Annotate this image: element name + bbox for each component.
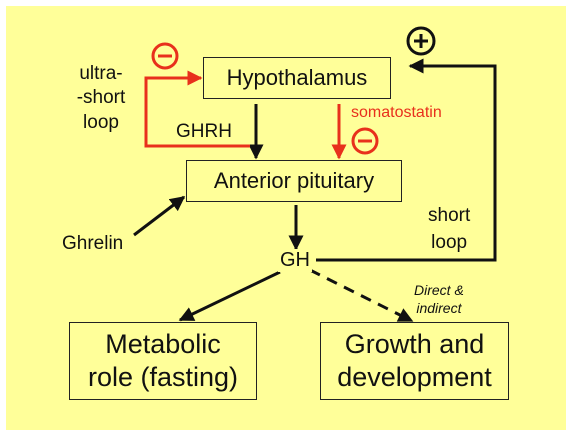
anterior-pituitary-box: Anterior pituitary [186,160,402,202]
ultra-short-line-1: ultra- [79,63,123,84]
short-loop-line-2: loop [431,231,468,253]
growth-label-line-2: development [337,362,492,392]
short-loop-arrow [316,58,497,262]
somatostatin-minus-sign [351,127,379,155]
ultra-short-minus-sign [151,42,179,70]
gh-node-label: GH [278,249,312,272]
metabolic-label-line-1: Metabolic [105,329,221,360]
direct-indirect-line-1: Direct & [414,282,464,298]
metabolic-label-line-2: role (fasting) [87,362,239,392]
growth-label-line-1: Growth and [344,329,485,360]
short-loop-line-1: short [428,205,471,226]
ultra-short-line-2: -short [76,87,126,109]
ghrh-label: GHRH [176,121,232,142]
growth-development-box: Growth and development [320,322,509,400]
ultra-short-line-3: loop [83,111,119,133]
ultra-short-loop-arrow [144,70,250,148]
gh-to-metabolic-arrow [178,270,281,322]
gh-to-growth-arrow [309,268,414,323]
ghrelin-label: Ghrelin [62,233,124,254]
direct-indirect-line-2: indirect [416,300,462,317]
hypothalamus-label: Hypothalamus [226,65,368,90]
somatostatin-label: somatostatin [351,104,442,121]
anterior-pituitary-label: Anterior pituitary [213,168,375,193]
direct-indirect-label: Direct & indirect [414,281,464,317]
ghrelin-arrow [133,195,186,237]
diagram-background [6,6,566,430]
short-loop-label: short loop [428,203,470,256]
metabolic-role-box: Metabolic role (fasting) [69,322,257,400]
ultra-short-loop-label: ultra- -short loop [66,62,136,135]
hypothalamus-box: Hypothalamus [203,57,391,99]
short-loop-plus-sign [406,26,436,56]
